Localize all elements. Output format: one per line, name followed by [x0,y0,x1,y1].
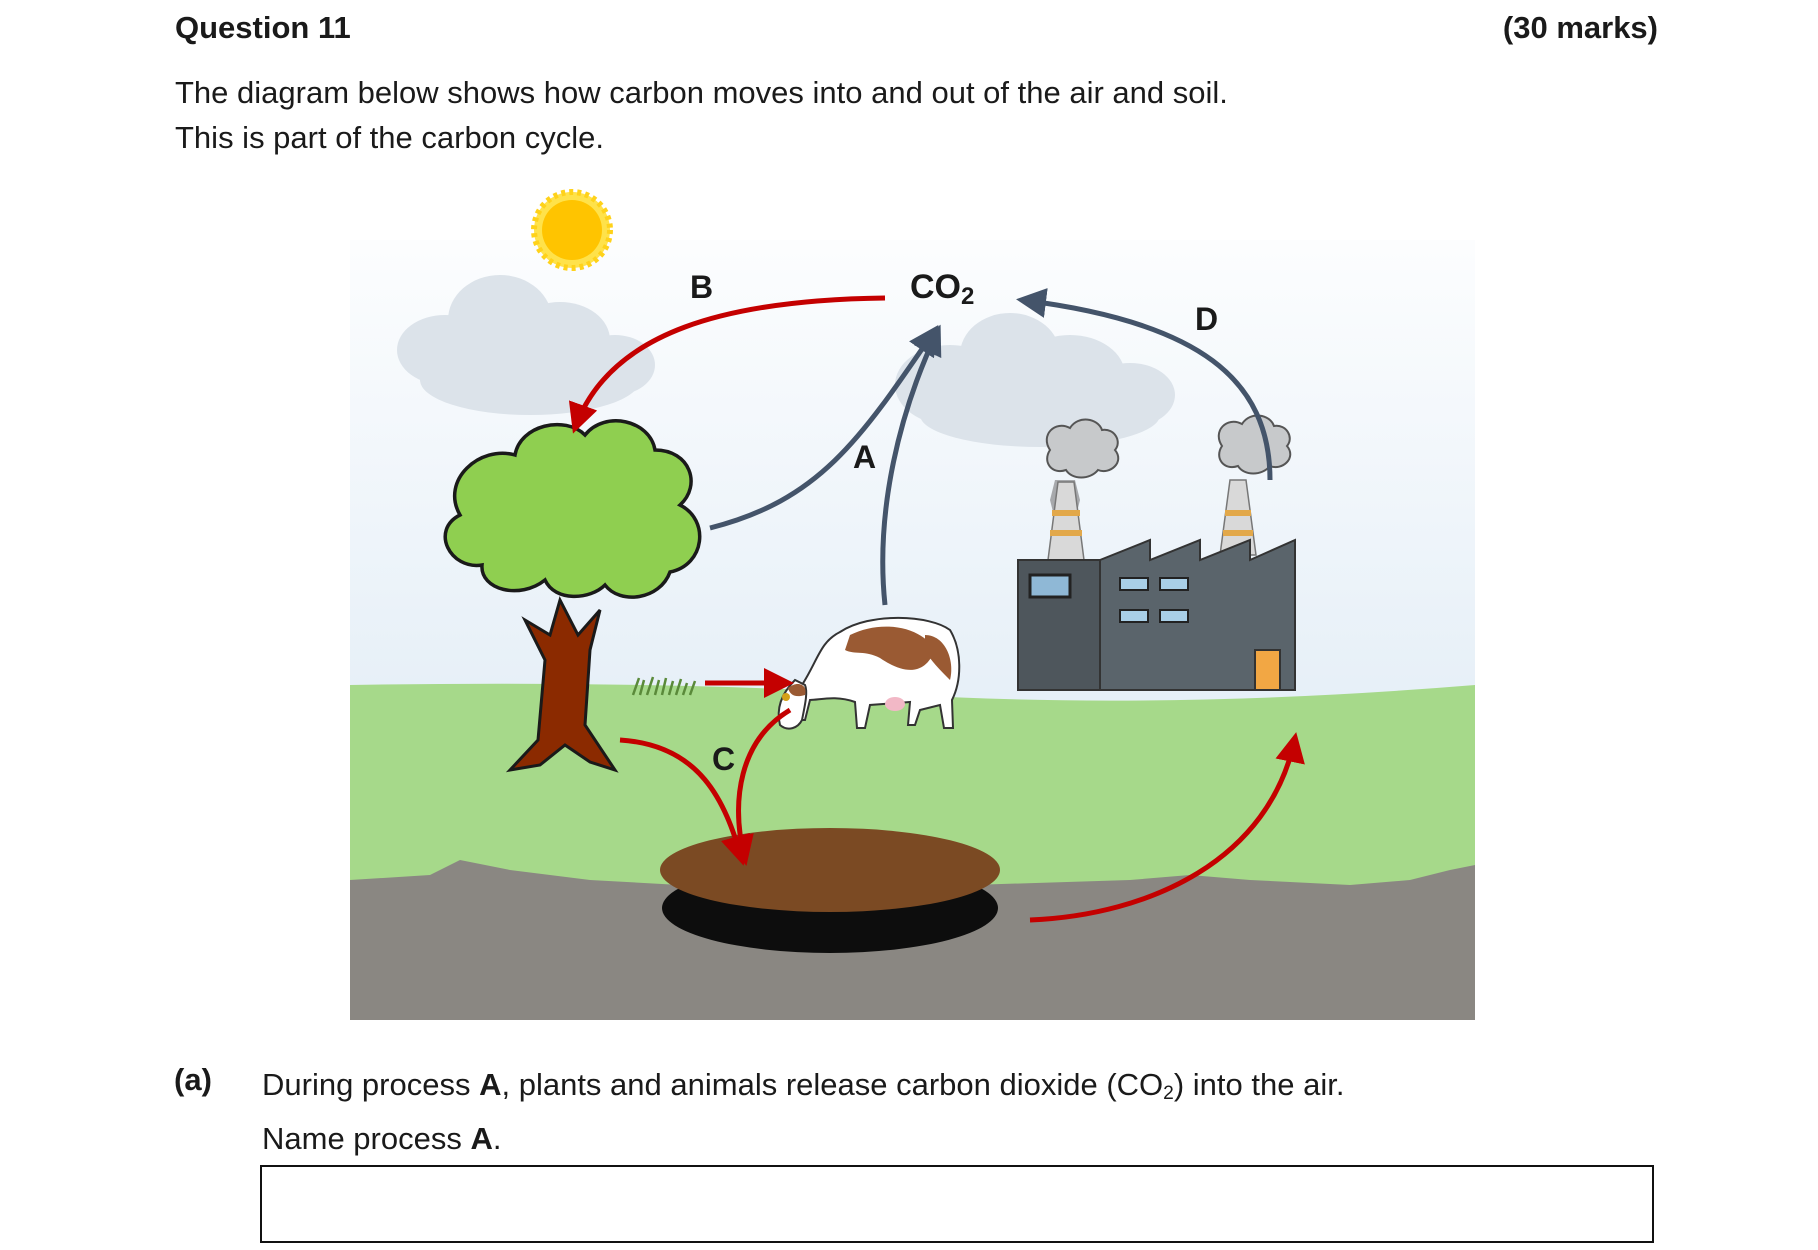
co2-label: CO2 [910,268,974,310]
label-c: C [712,741,735,777]
arrow-c-cow [724,707,792,866]
question-intro: The diagram below shows how carbon moves… [175,70,1228,160]
question-marks: (30 marks) [1502,10,1658,45]
arrow-soil-factory [1029,732,1305,923]
answer-box-a[interactable] [260,1165,1654,1243]
part-a-line-2-end: . [492,1121,502,1157]
part-a-process-a-2: A [470,1121,493,1157]
soil-pit [660,828,1000,953]
part-a-line-1-text: During process [262,1067,480,1102]
part-a-line-2: Name process A. [262,1116,1344,1161]
grass-tuft-icon [631,676,697,696]
question-title: Question 11 [175,10,351,45]
part-a-line-1: During process A, plants and animals rel… [262,1062,1344,1116]
part-a-line-1-end: ) into the air. [1173,1067,1345,1102]
label-a: A [853,439,876,475]
tree-icon [443,419,702,773]
arrow-a-tree [709,325,939,531]
arrow-a-cow [880,324,942,606]
factory-icon [1017,414,1296,691]
carbon-cycle-diagram: CO2 B D A C [350,180,1475,1020]
part-a-question: During process A, plants and animals rel… [262,1062,1344,1161]
sun-icon [531,189,613,271]
part-a-label: (a) [174,1062,212,1097]
arrow-d [1016,288,1273,481]
label-d: D [1195,301,1218,337]
cloud-left [397,275,655,415]
arrow-b [568,295,886,434]
intro-line-1: The diagram below shows how carbon moves… [175,75,1228,110]
part-a-co2-subscript: 2 [1163,1083,1174,1105]
cloud-right [895,313,1175,447]
label-b: B [690,269,713,305]
intro-line-2: This is part of the carbon cycle. [175,120,605,155]
part-a-process-a: A [479,1067,502,1102]
part-a-line-2-text: Name process [262,1121,471,1157]
cow-icon [777,616,961,730]
page-margin-mask [350,180,1475,240]
part-a-line-1-mid: , plants and animals release carbon diox… [501,1067,1164,1102]
